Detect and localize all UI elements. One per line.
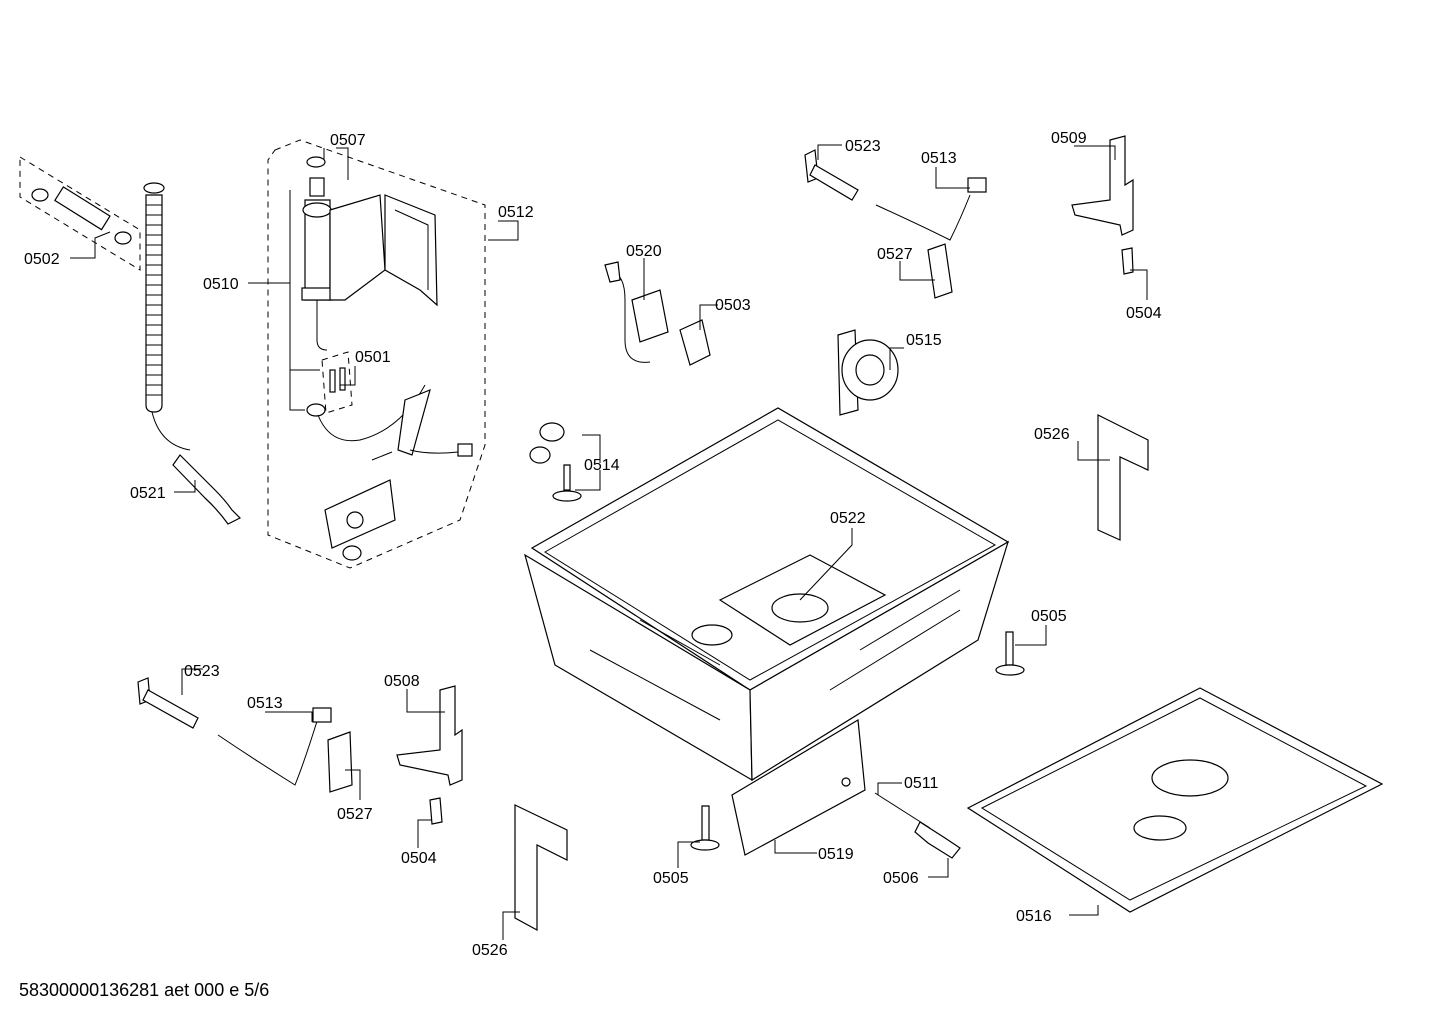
label-0502: 0502 <box>24 251 60 268</box>
part-0513-cable-top <box>875 177 987 241</box>
part-inlet-hose-sensor <box>317 384 473 461</box>
label-0514: 0514 <box>584 457 620 474</box>
part-0506-sensor <box>914 821 961 859</box>
part-0520-wiring-sensor <box>604 261 669 363</box>
label-0501: 0501 <box>355 349 391 366</box>
part-0516-base-plate <box>966 687 1384 913</box>
label-0519: 0519 <box>818 846 854 863</box>
label-0526-bottom: 0526 <box>472 942 508 959</box>
part-0510-flow-meter <box>301 156 333 351</box>
label-0513-top: 0513 <box>921 150 957 167</box>
label-0506: 0506 <box>883 870 919 887</box>
part-0505-screw-left <box>690 805 720 851</box>
part-0505-screw-right <box>995 631 1025 676</box>
part-0509-hinge-bracket <box>1071 135 1134 236</box>
part-labels: 0507 0512 0502 0510 0501 0521 0520 0503 … <box>24 130 1162 959</box>
part-0527-holder-top <box>927 243 953 299</box>
part-0508-hinge-bracket <box>396 685 463 786</box>
part-0523-spring-top <box>804 149 859 201</box>
label-0504-bottom: 0504 <box>401 850 437 867</box>
part-0501-fuses <box>306 351 353 417</box>
part-0519-front-panel <box>731 719 866 856</box>
document-code-footer: 58300000136281 aet 000 e 5/6 <box>19 980 270 1000</box>
part-0527-holder-bottom <box>327 731 353 793</box>
part-0515-pump <box>837 329 899 416</box>
part-main-base-tub <box>524 407 1010 782</box>
label-0520: 0520 <box>626 243 662 260</box>
part-0521-drain-hose <box>143 182 242 525</box>
label-0522: 0522 <box>830 510 866 527</box>
part-0514-screws <box>529 422 582 502</box>
label-0515: 0515 <box>906 332 942 349</box>
label-0526-top: 0526 <box>1034 426 1070 443</box>
part-0526-rail-right <box>1097 414 1149 541</box>
part-0504-clip-top <box>1121 247 1134 275</box>
part-0502-hose-connector <box>19 156 141 271</box>
label-0508: 0508 <box>384 673 420 690</box>
label-0512: 0512 <box>498 204 534 221</box>
label-0513-bottom: 0513 <box>247 695 283 712</box>
label-0505-right: 0505 <box>1031 608 1067 625</box>
label-0509: 0509 <box>1051 130 1087 147</box>
label-0527-top: 0527 <box>877 246 913 263</box>
label-0503: 0503 <box>715 297 751 314</box>
label-0505-left: 0505 <box>653 870 689 887</box>
part-0503-connector <box>679 319 711 366</box>
leader-lines <box>70 144 1148 940</box>
part-0512-group-outline <box>267 139 486 569</box>
label-0510: 0510 <box>203 276 239 293</box>
label-0521: 0521 <box>130 485 166 502</box>
part-0513-cable-bottom <box>217 707 332 786</box>
label-0527-bottom: 0527 <box>337 806 373 823</box>
part-0526-rail-left <box>514 804 568 932</box>
label-0511: 0511 <box>904 775 939 792</box>
label-0516: 0516 <box>1016 908 1052 925</box>
part-housing-cover <box>329 194 438 307</box>
part-bracket-plate <box>324 479 396 561</box>
label-0523-bottom: 0523 <box>184 663 220 680</box>
label-0507: 0507 <box>330 132 366 149</box>
label-0523-top: 0523 <box>845 138 881 155</box>
label-0504-top: 0504 <box>1126 305 1162 322</box>
part-0504-clip-bottom <box>429 797 443 825</box>
part-0523-spring-bottom <box>137 677 199 729</box>
